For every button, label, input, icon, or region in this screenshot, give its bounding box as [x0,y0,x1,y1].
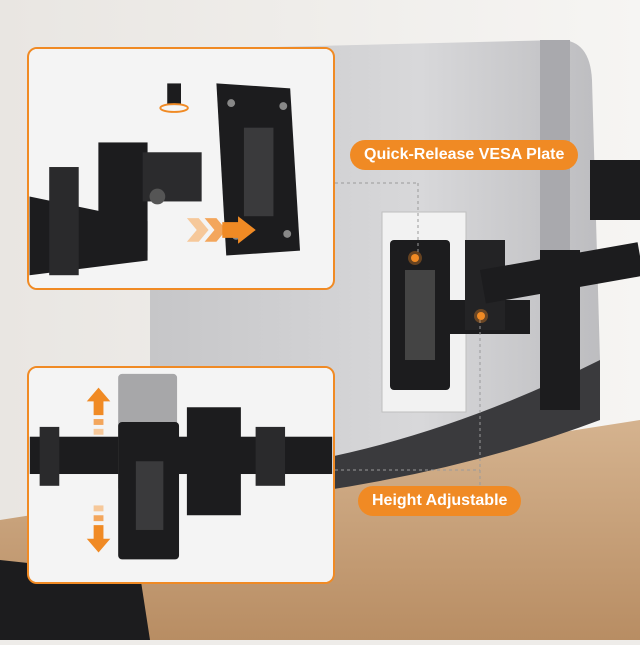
callout-quick-release: Quick-Release VESA Plate [350,140,579,170]
inset-quick-release-drawing [29,49,333,288]
callout-height-adjustable: Height Adjustable [358,486,522,516]
inset-bracket [186,407,241,516]
hotspot-arm [477,312,485,320]
inset-height-adjustable [27,366,335,584]
inset-height-drawing [29,368,333,582]
monitor-lower-edge [250,360,600,500]
inset-crossbar [29,436,333,475]
inset-knob [167,83,181,106]
up-down-arrows-icon [86,387,111,553]
inset-plate-slot [243,127,274,217]
inset-pivot [149,188,166,205]
rotate-icon [159,103,189,113]
inset-quick-release [27,47,335,290]
arm-second-mount [590,160,640,220]
inset-arm-end [49,167,79,276]
arm-pole [540,250,580,410]
slide-arrow-icon [186,216,256,244]
hotspot-vesa [411,254,419,262]
vesa-plate-slot [405,270,435,360]
inset-tilt-bracket [98,142,148,251]
